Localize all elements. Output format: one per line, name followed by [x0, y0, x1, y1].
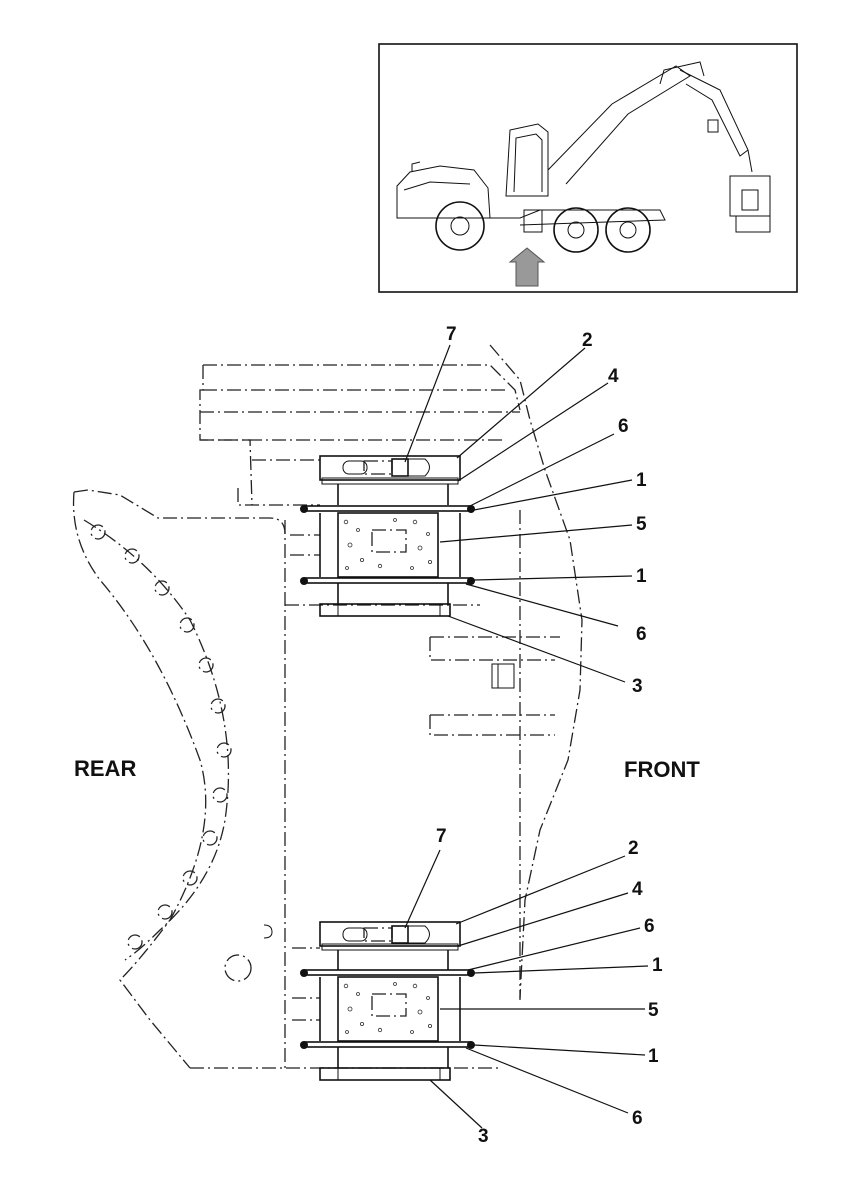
callout-1: 1 [636, 566, 647, 587]
front-label: FRONT [624, 757, 700, 782]
callout-4: 4 [608, 366, 619, 387]
callout-6: 6 [636, 624, 647, 645]
rear-frame-plate [72, 489, 286, 1069]
callouts-upper: 7 2 4 6 1 5 1 6 3 [446, 324, 647, 697]
upper-bearing-assembly [300, 455, 475, 617]
callout-6: 6 [618, 416, 629, 437]
callout-5: 5 [648, 1000, 659, 1021]
callouts-lower: 7 2 4 6 1 5 1 6 3 [436, 826, 663, 1147]
callout-7: 7 [436, 826, 447, 847]
callout-3: 3 [632, 676, 643, 697]
callout-6: 6 [644, 916, 655, 937]
leader-lines-upper [404, 344, 633, 683]
rear-label: REAR [74, 756, 136, 781]
callout-1: 1 [652, 955, 663, 976]
callout-4: 4 [632, 879, 643, 900]
callout-1: 1 [648, 1046, 659, 1067]
machine-overview-inset [378, 43, 798, 293]
lower-bearing-assembly [300, 921, 475, 1081]
callout-7: 7 [446, 324, 457, 345]
bushing-texture [343, 982, 432, 1034]
callout-1: 1 [636, 470, 647, 491]
bolt-holes [90, 524, 273, 982]
callout-2: 2 [582, 330, 593, 351]
callout-6: 6 [632, 1108, 643, 1129]
callout-2: 2 [628, 838, 639, 859]
bushing-texture [343, 518, 432, 570]
callout-3: 3 [478, 1126, 489, 1147]
callout-5: 5 [636, 514, 647, 535]
leader-lines-lower [404, 849, 649, 1129]
